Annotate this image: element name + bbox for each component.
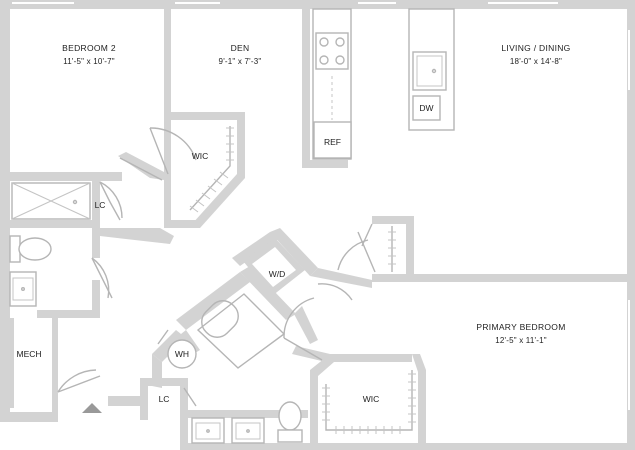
- room-name-mech: MECH: [16, 349, 41, 359]
- shower-icon: [11, 182, 91, 220]
- wic-shelving: [189, 126, 234, 213]
- room-dims-living-dining: 18'-0" x 14'-8": [510, 57, 562, 66]
- room-dims-primary-bedroom: 12'-5" x 11'-1": [495, 336, 547, 345]
- room-name-wic-den: WIC: [192, 151, 209, 161]
- cooktop-icon: [315, 32, 349, 70]
- closet-shelving: [388, 226, 396, 272]
- toilet-icon: [277, 401, 303, 443]
- wic-shelving: [322, 370, 416, 434]
- dishwasher-label: DW: [419, 103, 433, 113]
- sink-icon: [231, 417, 265, 444]
- sink-icon: [412, 51, 447, 91]
- room-name-wic-primary: WIC: [363, 394, 380, 404]
- entry-arrow-icon: [82, 403, 102, 413]
- refrigerator: [313, 121, 352, 159]
- toilet-icon: [9, 235, 52, 263]
- doors: [57, 127, 376, 407]
- room-name-living-dining: LIVING / DINING: [501, 43, 570, 53]
- sink-icon: [9, 271, 37, 307]
- room-name-wd: W/D: [269, 269, 286, 279]
- room-name-lc-bottom: LC: [159, 394, 170, 404]
- room-name-lc-top: LC: [95, 200, 106, 210]
- room-name-primary-bedroom: PRIMARY BEDROOM: [476, 322, 565, 332]
- room-labels: BEDROOM 2 11'-5" x 10'-7" DEN 9'-1" x 7'…: [16, 43, 570, 404]
- room-name-wh: WH: [175, 349, 189, 359]
- room-name-den: DEN: [231, 43, 250, 53]
- water-heater: [167, 339, 197, 369]
- dishwasher: [412, 95, 441, 121]
- sink-icon: [191, 417, 225, 444]
- fixtures: REF DW: [9, 8, 455, 444]
- bathtub-icon: [196, 293, 286, 369]
- room-dims-den: 9'-1" x 7'-3": [219, 57, 262, 66]
- room-dims-bedroom-2: 11'-5" x 10'-7": [63, 57, 115, 66]
- room-name-bedroom-2: BEDROOM 2: [62, 43, 116, 53]
- refrigerator-label: REF: [324, 137, 341, 147]
